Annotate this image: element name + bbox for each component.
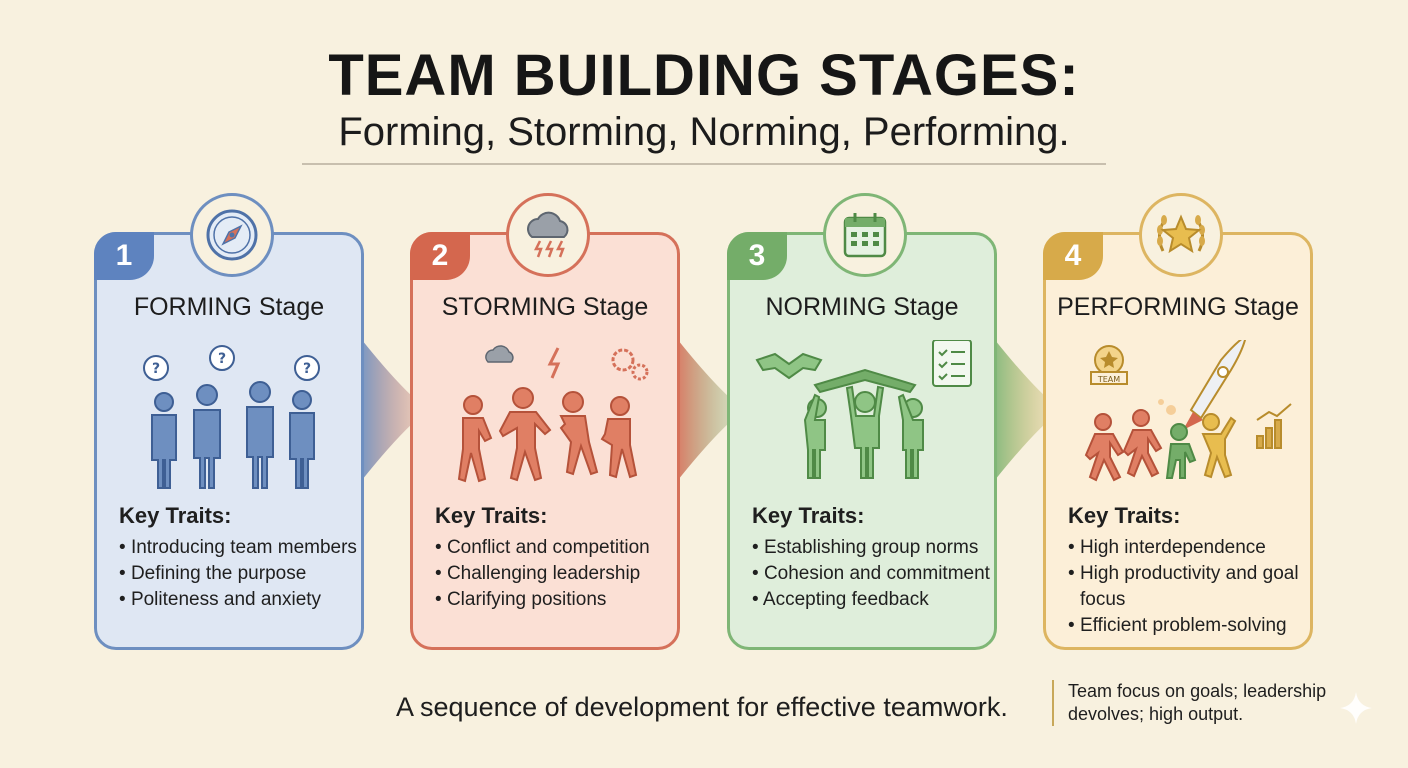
traits-heading: Key Traits: <box>752 503 865 528</box>
stage-card-storming: 2 STORMING Stage Key Traits: Conflict an… <box>410 193 680 650</box>
svg-text:?: ? <box>218 351 226 367</box>
stage-card-forming: 1 FORMING Stage ??? Key Traits: Introduc… <box>94 193 364 650</box>
stage-title: STORMING Stage <box>441 293 649 321</box>
connector-arrow-2-3 <box>678 340 744 480</box>
storm-cloud-icon <box>506 193 590 277</box>
connector-arrow-1-2 <box>362 340 428 480</box>
stage-number-badge: 2 <box>410 232 470 280</box>
stage-card-performing: 4 PERFORMING Stage TEAM <box>1043 193 1313 650</box>
footer-caption: A sequence of development for effective … <box>396 692 1008 722</box>
trait-item: Efficient problem-solving <box>1068 613 1308 639</box>
trait-item: Accepting feedback <box>752 587 992 613</box>
trait-item: Defining the purpose <box>119 561 359 587</box>
compass-icon <box>190 193 274 277</box>
trait-item: Establishing group norms <box>752 535 992 561</box>
traits-heading: Key Traits: <box>1068 503 1181 528</box>
traits-list: Establishing group norms Cohesion and co… <box>752 535 992 613</box>
side-note: Team focus on goals; leadership devolves… <box>1052 680 1368 726</box>
page-subtitle: Forming, Storming, Norming, Performing. <box>338 110 1070 154</box>
traits-list: High interdependence High productivity a… <box>1068 535 1308 639</box>
trait-item: Conflict and competition <box>435 535 675 561</box>
stage-number-badge: 1 <box>94 232 154 280</box>
forming-people-illustration: ??? <box>143 345 320 489</box>
team-badge-icon: TEAM <box>1090 345 1128 385</box>
trait-item: Introducing team members <box>119 535 359 561</box>
traits-heading: Key Traits: <box>435 503 548 528</box>
calendar-icon <box>823 193 907 277</box>
trait-item: High productivity and goal focus <box>1068 561 1308 613</box>
team-badge-label: TEAM <box>1097 375 1120 384</box>
connector-arrow-3-4 <box>995 340 1061 480</box>
traits-heading: Key Traits: <box>119 503 232 528</box>
stage-card-norming: 3 NORMING Stage Key Traits: Es <box>727 193 997 650</box>
trait-item: Cohesion and commitment <box>752 561 992 587</box>
storming-people-illustration <box>457 345 649 483</box>
trait-item: Politeness and anxiety <box>119 587 359 613</box>
stage-title: NORMING Stage <box>765 293 959 321</box>
norming-people-illustration <box>755 340 972 479</box>
trait-item: High interdependence <box>1068 535 1308 561</box>
stage-number-badge: 3 <box>727 232 787 280</box>
svg-text:?: ? <box>303 361 311 377</box>
performing-people-illustration: TEAM <box>1084 340 1292 482</box>
traits-list: Introducing team members Defining the pu… <box>119 535 359 613</box>
star-laurel-icon <box>1139 193 1223 277</box>
trait-item: Clarifying positions <box>435 587 675 613</box>
traits-list: Conflict and competition Challenging lea… <box>435 535 675 613</box>
stage-title: PERFORMING Stage <box>1057 293 1299 321</box>
stage-title: FORMING Stage <box>133 293 325 321</box>
title-divider <box>302 163 1106 165</box>
sparkle-icon <box>1340 692 1372 724</box>
trait-item: Challenging leadership <box>435 561 675 587</box>
stage-number-badge: 4 <box>1043 232 1103 280</box>
svg-text:?: ? <box>152 361 160 377</box>
page-title: TEAM BUILDING STAGES: <box>328 43 1080 108</box>
